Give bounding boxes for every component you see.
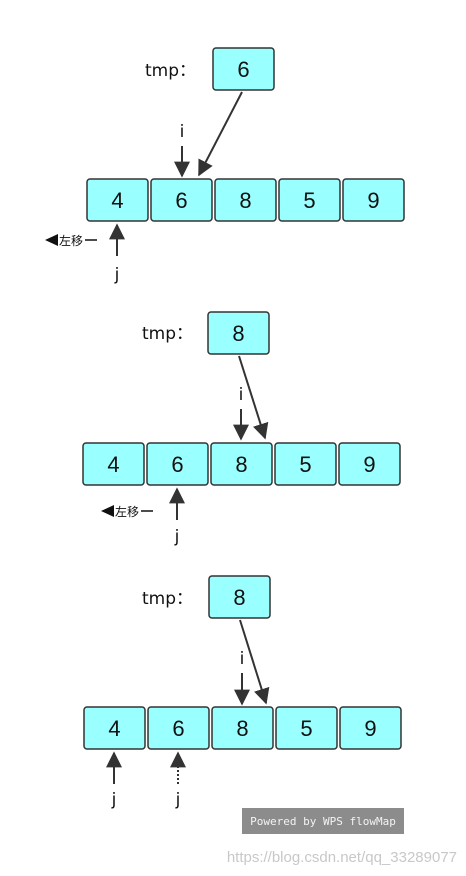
array-cell: 4 (82, 442, 145, 486)
badge-text: Powered by WPS flowMap (250, 815, 396, 828)
array-cell: 4 (86, 178, 149, 222)
i-label: i (180, 122, 185, 142)
array-cell: 9 (342, 178, 405, 222)
tmp-label: tmp： (142, 324, 193, 344)
cell-value: 9 (363, 452, 375, 477)
array-cell: 5 (274, 442, 337, 486)
array-cell: 6 (150, 178, 213, 222)
array-cell: 9 (339, 706, 402, 750)
array-cell: 5 (278, 178, 341, 222)
shift-note-text: 左移 (59, 233, 83, 248)
cell-value: 9 (364, 716, 376, 741)
shift-note-text: 左移 (115, 504, 139, 519)
cell-value: 4 (111, 188, 123, 213)
shift-left-note: 左移 (45, 233, 97, 248)
cell-value: 6 (171, 452, 183, 477)
step-2: tmp： 8 i 4 6 8 5 9 j (82, 311, 401, 547)
tmp-value: 8 (232, 321, 244, 346)
cell-value: 5 (299, 452, 311, 477)
j-label: j (174, 527, 180, 547)
array-cell: 8 (214, 178, 277, 222)
array-cell: 9 (338, 442, 401, 486)
watermark-url: https://blog.csdn.net/qq_33289077 (227, 849, 457, 866)
step-3: tmp： 8 i 4 6 8 5 9 j j (83, 575, 402, 810)
tmp-label: tmp： (142, 589, 193, 609)
tmp-value: 6 (237, 57, 249, 82)
left-arrow-icon (45, 234, 58, 246)
array-cell: 8 (211, 706, 274, 750)
array-cell: 6 (147, 706, 210, 750)
tmp-box: 8 (207, 311, 270, 355)
j-label: j (114, 265, 120, 285)
cell-value: 4 (107, 452, 119, 477)
cell-value: 8 (239, 188, 251, 213)
cell-value: 4 (108, 716, 120, 741)
array-cell: 5 (275, 706, 338, 750)
tmp-insert-arrow (238, 355, 269, 440)
tmp-insert-arrow (198, 91, 243, 177)
cell-value: 5 (303, 188, 315, 213)
array-cell: 8 (210, 442, 273, 486)
j-label: j (175, 790, 181, 810)
cell-value: 5 (300, 716, 312, 741)
cell-value: 6 (172, 716, 184, 741)
array-cell: 4 (83, 706, 146, 750)
cell-value: 8 (235, 452, 247, 477)
shift-left-note: 左移 (101, 504, 153, 519)
i-label: i (240, 649, 245, 669)
tmp-insert-arrow (239, 619, 270, 705)
tmp-value: 8 (233, 585, 245, 610)
cell-value: 8 (236, 716, 248, 741)
j-label: j (111, 790, 117, 810)
cell-value: 6 (175, 188, 187, 213)
tmp-label: tmp： (145, 61, 196, 81)
array-cell: 6 (146, 442, 209, 486)
tmp-box: 8 (208, 575, 271, 619)
tmp-box: 6 (212, 47, 275, 91)
step-1: tmp： 6 i 4 6 8 5 9 j (45, 47, 405, 285)
cell-value: 9 (367, 188, 379, 213)
i-label: i (239, 385, 244, 405)
powered-by-badge: Powered by WPS flowMap (242, 808, 404, 834)
left-arrow-icon (101, 505, 114, 517)
